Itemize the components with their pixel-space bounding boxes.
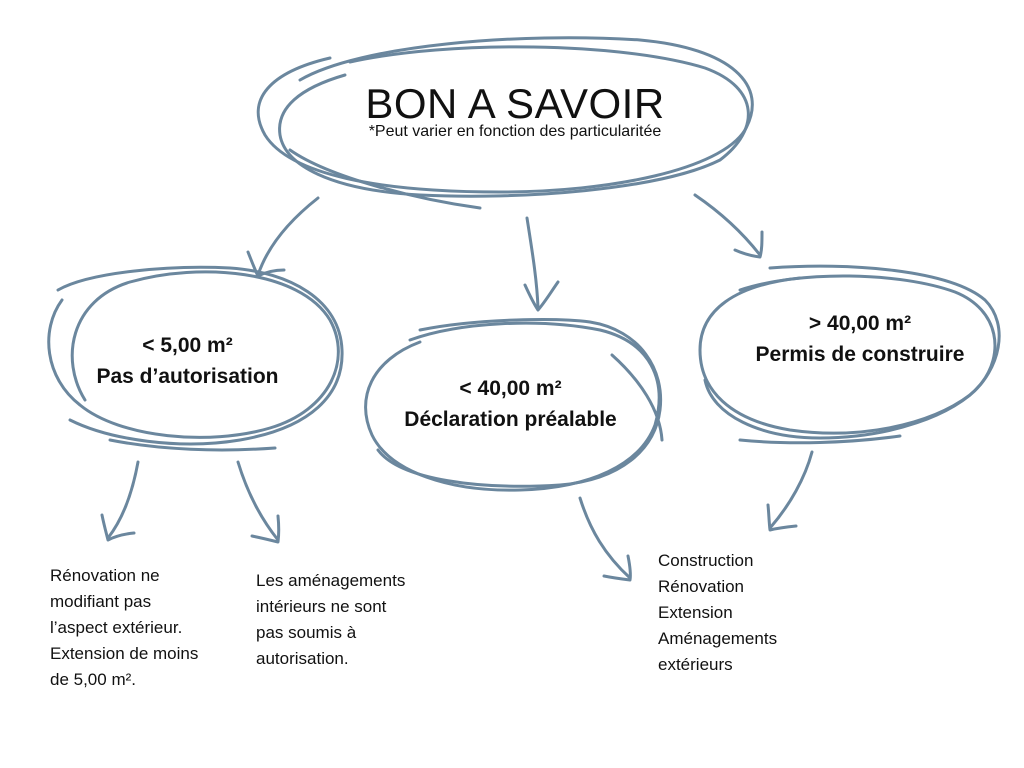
detail-line: de 5,00 m². [50, 670, 136, 689]
detail-line: Extension de moins [50, 644, 199, 663]
detail-line: autorisation. [256, 649, 349, 668]
detail-line: extérieurs [658, 655, 733, 674]
detail-line: Rénovation ne [50, 566, 160, 585]
arrow-center-to-detail [578, 496, 632, 582]
detail-permit-works: Construction Rénovation Extension Aménag… [658, 548, 777, 678]
detail-line: l’aspect extérieur. [50, 618, 183, 637]
detail-line: Aménagements [658, 629, 778, 648]
node-prior-declaration: < 40,00 m² Déclaration préalable [388, 373, 633, 435]
node-size-label: < 5,00 m² [142, 334, 233, 357]
center-node-scribble [364, 318, 664, 492]
arrow-right-to-detail [766, 450, 814, 532]
left-node-scribble [47, 265, 344, 452]
page-title: BON A SAVOIR [365, 80, 665, 127]
node-label: Permis de construire [755, 343, 965, 366]
detail-line: intérieurs ne sont [256, 597, 387, 616]
arrow-left-to-detail-2 [236, 460, 281, 544]
detail-line: Rénovation [658, 577, 745, 596]
detail-line: Extension [658, 603, 733, 622]
detail-line: pas soumis à [256, 623, 357, 642]
arrow-title-to-left [246, 196, 320, 278]
arrow-title-to-center [523, 216, 560, 312]
detail-renovation-extension: Rénovation ne modifiant pas l’aspect ext… [50, 563, 198, 693]
arrow-left-to-detail-1 [100, 460, 140, 542]
right-node-scribble [698, 264, 1001, 445]
page-subtitle: *Peut varier en fonction des particulari… [368, 123, 662, 140]
node-label: Déclaration préalable [404, 408, 617, 431]
node-building-permit: > 40,00 m² Permis de construire [735, 308, 985, 370]
detail-line: Les aménagements [256, 571, 406, 590]
title-scribble [256, 36, 754, 210]
detail-line: Construction [658, 551, 754, 570]
arrow-title-to-right [693, 193, 764, 259]
detail-interior-works: Les aménagements intérieurs ne sont pas … [256, 568, 405, 672]
node-label: Pas d’autorisation [96, 365, 279, 388]
detail-line: modifiant pas [50, 592, 152, 611]
node-no-authorization: < 5,00 m² Pas d’autorisation [70, 330, 305, 392]
node-size-label: > 40,00 m² [808, 312, 912, 335]
node-size-label: < 40,00 m² [459, 377, 562, 400]
